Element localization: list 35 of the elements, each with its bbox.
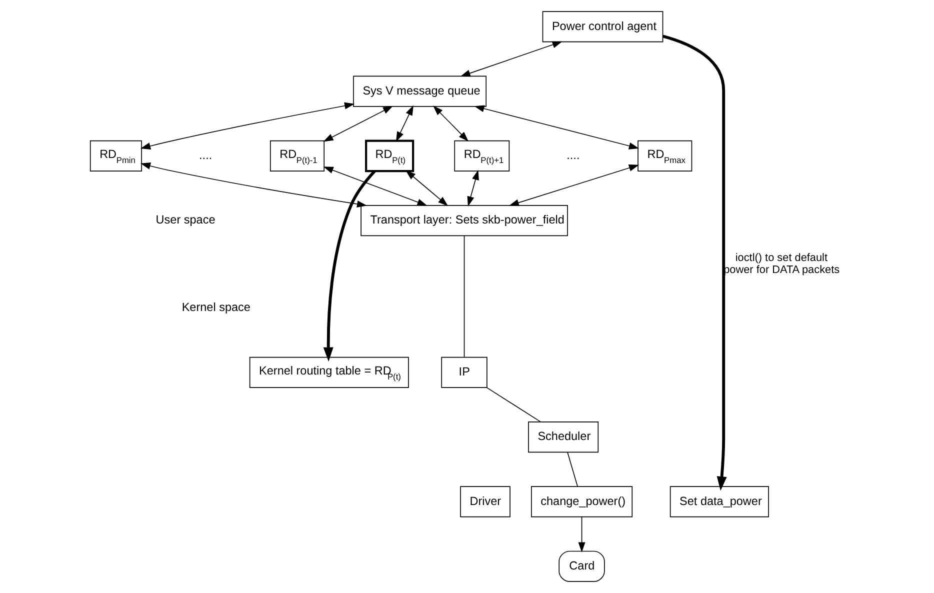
- arrow: [474, 105, 640, 150]
- arrow: [432, 106, 469, 142]
- arrow: [467, 170, 479, 206]
- connector: [486, 387, 541, 422]
- node-box: Transport layer: Sets skb-power_field: [360, 205, 568, 236]
- arrow: [140, 162, 368, 208]
- arrow: [662, 34, 727, 491]
- node-box: RD$_{P(t)-1}$: [270, 140, 325, 172]
- label: ....: [199, 149, 212, 162]
- node-box: IP: [441, 356, 488, 388]
- node-box: change_power(): [531, 486, 633, 518]
- label: User space: [156, 214, 216, 227]
- node-box: Driver: [460, 486, 510, 518]
- label: Kernel space: [182, 300, 250, 314]
- arrow: [460, 41, 562, 77]
- node-box: RD$_{Pmin}$: [90, 140, 142, 172]
- node-box: Card: [558, 550, 605, 582]
- arrow: [140, 102, 355, 150]
- node-box: Set data_power: [670, 486, 769, 518]
- arrow: [508, 164, 640, 206]
- connector: [464, 235, 465, 358]
- node-box: RD$_{P(t)+1}$: [454, 140, 510, 172]
- arrow: [323, 166, 428, 206]
- node-box: RD$_{P(t)}$: [365, 140, 414, 172]
- label: ....: [566, 149, 580, 162]
- node-box: Power control agent: [542, 11, 664, 42]
- arrow: [406, 170, 448, 206]
- node-box: Sys V message queue: [353, 76, 487, 107]
- arrow: [578, 516, 586, 552]
- connector: [567, 452, 578, 487]
- arrow: [323, 106, 394, 142]
- arrow: [323, 170, 376, 362]
- arrow: [396, 105, 414, 142]
- node-box: Scheduler: [528, 422, 599, 453]
- node-box: RD$_{Pmax}$: [638, 140, 692, 172]
